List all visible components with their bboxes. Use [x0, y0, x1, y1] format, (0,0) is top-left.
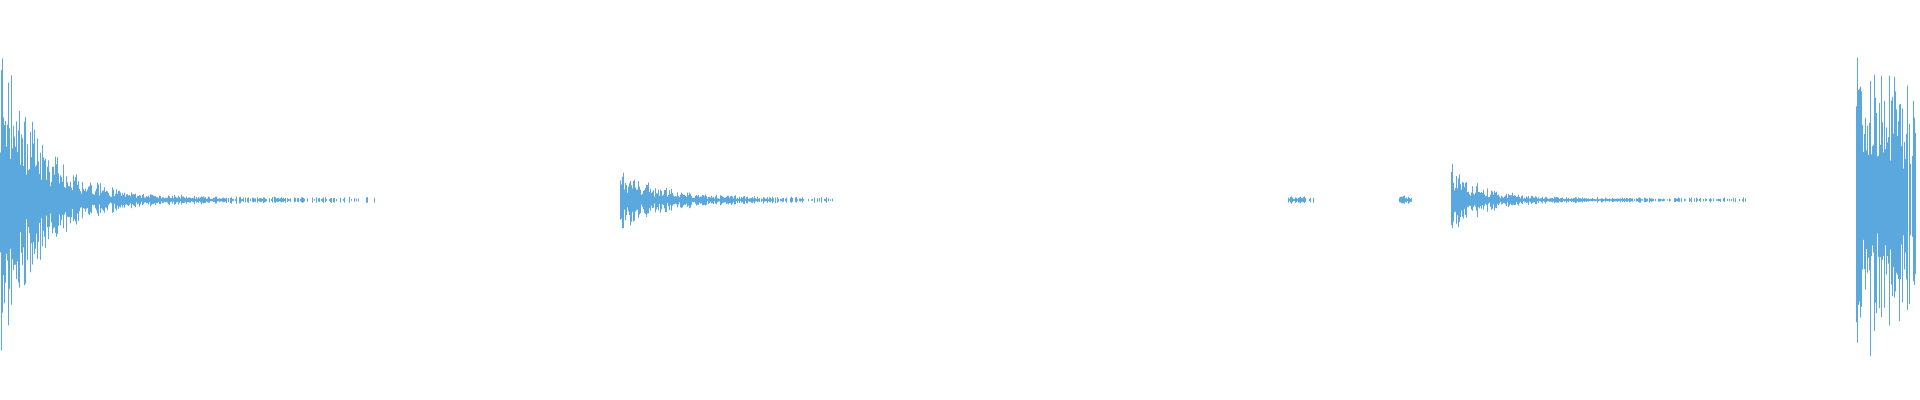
waveform-trace	[0, 57, 1916, 356]
waveform-bars	[0, 57, 1916, 356]
